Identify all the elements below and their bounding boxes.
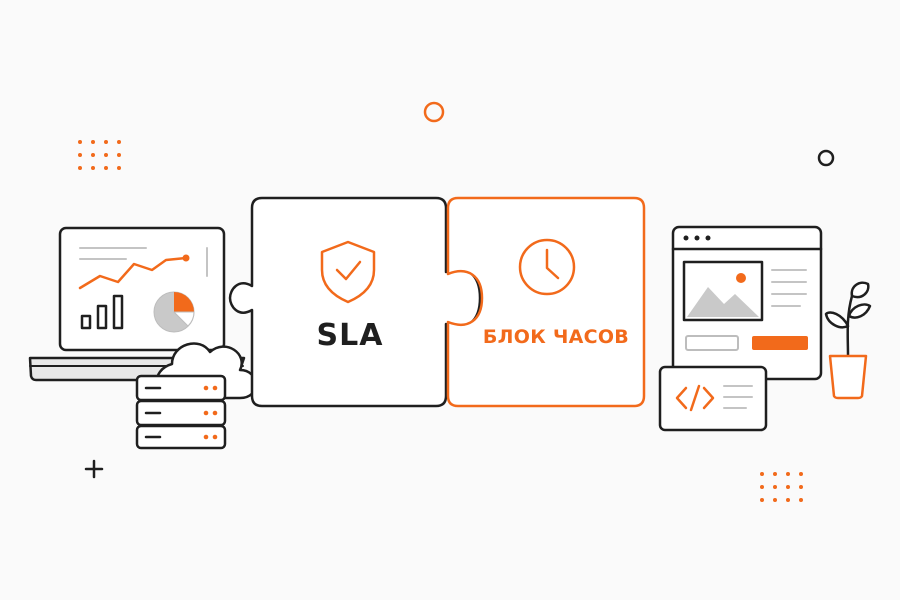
puzzle-piece-sla [228,196,482,408]
shield-check-icon [320,240,376,304]
sla-label: SLA [316,318,384,353]
dot-grid-bottom-right [760,472,803,502]
hours-block-label: БЛОК ЧАСОВ [482,326,630,348]
ring-decoration-orange [423,101,445,123]
browser-window-icon [671,225,823,381]
dot-grid-top-left [78,140,121,170]
ring-decoration-dark [817,149,835,167]
puzzle-piece-hours-block [446,196,646,408]
server-rack-icon [135,374,227,450]
potted-plant-icon [824,281,872,400]
clock-icon [518,238,576,296]
plus-decoration [84,459,104,479]
code-window-icon [658,365,768,432]
